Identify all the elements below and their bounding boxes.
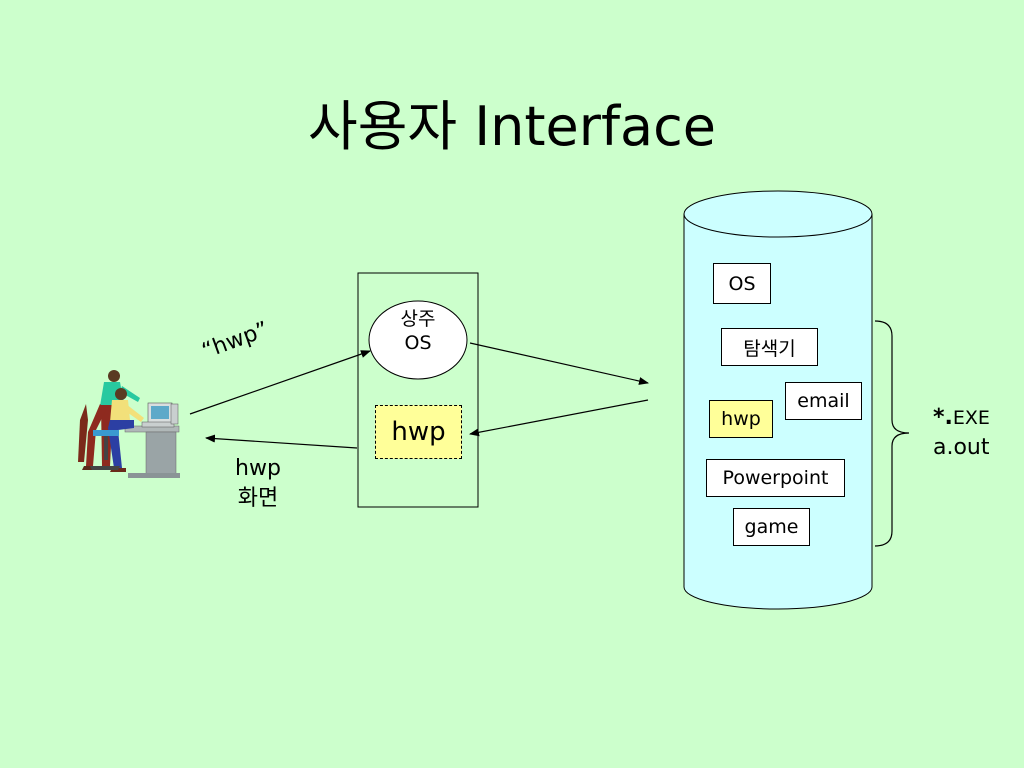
arrow-from-disk <box>469 399 649 437</box>
disk-item-hwp-label: hwp <box>721 408 761 430</box>
disk-item-powerpoint: Powerpoint <box>706 459 845 497</box>
disk-cylinder <box>683 190 873 610</box>
disk-item-os-label: OS <box>728 272 756 295</box>
resident-os-ellipse <box>368 300 468 380</box>
resident-os-label: 상주 OS <box>369 307 467 355</box>
executables-aout: a.out <box>933 435 990 460</box>
executables-ext-star: *. <box>933 405 953 430</box>
resident-os-line2: OS <box>404 332 432 354</box>
memory-hwp-box: hwp <box>375 405 462 459</box>
slide-title: 사용자 Interface <box>308 95 716 158</box>
disk-item-hwp: hwp <box>709 400 773 438</box>
disk-item-explorer: 탐색기 <box>721 328 818 366</box>
disk-item-explorer-label: 탐색기 <box>743 337 796 360</box>
executables-ext: *.EXE <box>933 403 990 433</box>
screen-label-line1: hwp <box>235 456 281 481</box>
disk-item-game-label: game <box>744 516 799 538</box>
executables-label: *.EXE a.out <box>933 403 990 463</box>
arrow-request <box>189 350 371 415</box>
screen-label: hwp 화면 <box>226 454 290 514</box>
disk-item-os: OS <box>713 263 771 304</box>
disk-item-powerpoint-label: Powerpoint <box>722 467 829 489</box>
user-at-computer-icon <box>78 370 180 478</box>
memory-hwp-label: hwp <box>391 417 446 447</box>
disk-item-email: email <box>785 382 862 420</box>
executables-brace <box>874 320 910 547</box>
screen-label-line2: 화면 <box>237 486 279 511</box>
arrow-screen <box>205 434 358 449</box>
disk-item-game: game <box>733 508 810 546</box>
resident-os-line1: 상주 <box>400 308 436 330</box>
memory-box <box>357 272 479 508</box>
disk-item-email-label: email <box>797 390 850 412</box>
arrow-to-disk <box>469 342 649 385</box>
executables-ext-name: EXE <box>952 407 990 429</box>
